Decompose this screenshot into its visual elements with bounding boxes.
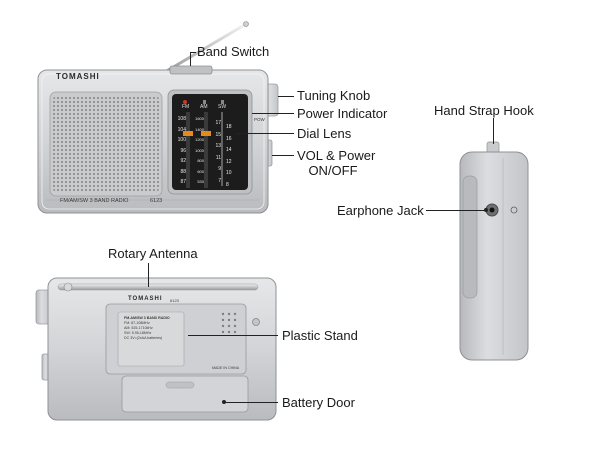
battery-door-label: Battery Door (282, 395, 355, 410)
band-switch-shape (169, 65, 213, 75)
dial-fm-mark: FM (182, 104, 190, 110)
back-panel-line: AM: 525-1710kHz (124, 326, 153, 330)
vol-power-label-line2: ON/OFF (308, 163, 358, 178)
band-switch-leader (190, 52, 191, 66)
fm-tick: 87 (180, 179, 186, 185)
rotary-antenna-leader (148, 263, 149, 287)
fm-tick: 92 (180, 158, 186, 164)
back-view (35, 277, 277, 421)
rotary-antenna-shape (57, 283, 259, 291)
dial-sw-mark: SW (218, 104, 227, 110)
fm-tick: 96 (180, 147, 186, 154)
front-brand: TOMASHI (56, 72, 100, 81)
am-tick: 1400 (195, 126, 204, 132)
sw-tick: 12 (226, 158, 232, 165)
sw-tick: 15 (215, 131, 221, 138)
plastic-stand-leader (188, 335, 278, 336)
sw-tick: 18 (226, 124, 232, 130)
back-panel-title: FM-AM/SW 3 BAND RADIO (124, 316, 170, 320)
sw-tick: 17 (215, 120, 221, 126)
battery-door-leader (224, 402, 278, 403)
earphone-jack-dot (484, 208, 488, 212)
fm-pointer (183, 131, 193, 136)
power-mark: POW (254, 117, 265, 122)
fm-tick: 104 (177, 126, 186, 133)
front-band-label: FM/AM/SW 3 BAND RADIO (60, 198, 129, 204)
hand-strap-leader (493, 118, 494, 144)
side-view (459, 141, 529, 361)
am-tick: 1000 (195, 147, 204, 153)
dial-window (172, 94, 248, 190)
sw-tick: 9 (218, 166, 221, 172)
am-tick: 800 (197, 158, 204, 163)
made-in-label: MADE IN CHINA (212, 366, 240, 370)
dial-lens-leader (236, 133, 294, 134)
fm-scale: 108 104 100 96 92 88 87 (174, 114, 186, 188)
dial-am-mark: AM (200, 104, 208, 110)
back-model: 6123 (170, 298, 179, 303)
plastic-stand-label: Plastic Stand (282, 328, 358, 343)
dial-lens-label: Dial Lens (297, 126, 352, 141)
earphone-jack-leader (426, 210, 486, 211)
fm-tick: 108 (177, 116, 186, 122)
back-panel-line: FM: 87-108MHz (124, 321, 150, 325)
am-tick: 1200 (195, 137, 204, 142)
am-tick: 530 (197, 179, 204, 184)
sw-tick: 7 (218, 177, 221, 184)
back-panel-text: FM-AM/SW 3 BAND RADIO FM: 87-108MHz AM: … (124, 316, 184, 341)
am-tick: 1600 (195, 116, 204, 121)
sw-tick: 8 (226, 181, 229, 188)
band-switch-label: Band Switch (197, 44, 270, 59)
back-panel-line: SW: 5.95-18MHz (124, 331, 152, 335)
vol-power-label: VOL & Power ON/OFF (297, 148, 376, 178)
vol-power-label-line1: VOL & Power (297, 148, 376, 163)
back-panel-line: DC 3V=(2xAA batteries) (124, 336, 163, 340)
telescopic-antenna (163, 22, 248, 74)
screw (252, 318, 260, 326)
front-model: 6123 (150, 198, 163, 204)
fm-tick: 100 (177, 137, 186, 143)
front-view (37, 21, 279, 214)
fm-tick: 88 (180, 168, 186, 175)
earphone-jack-label: Earphone Jack (337, 203, 424, 218)
tuning-knob-label: Tuning Knob (297, 88, 371, 103)
power-indicator-leader (252, 113, 294, 114)
power-indicator-led (183, 100, 187, 104)
hand-strap-hook-label: Hand Strap Hook (434, 103, 534, 118)
speaker-grille (53, 95, 159, 193)
am-pointer (201, 131, 211, 136)
band-switch-leader-h (190, 52, 196, 53)
vol-power-leader (272, 155, 294, 156)
side-stand (462, 175, 478, 299)
sw-tick: 16 (226, 135, 232, 142)
sw-tick: 10 (226, 170, 232, 176)
sw-tick: 14 (226, 147, 232, 153)
battery-door-shape (121, 375, 249, 413)
power-indicator-label: Power Indicator (297, 106, 388, 121)
back-brand: TOMASHI (128, 296, 163, 302)
am-scale: 1600 1400 1200 1000 800 600 530 (188, 114, 204, 188)
am-tick: 600 (197, 168, 204, 174)
tuning-knob-leader (278, 96, 294, 97)
sw-scale: 18 16 14 12 10 8 (226, 122, 238, 191)
sw-left-scale: 17 15 13 11 9 7 (210, 118, 221, 187)
sw-tick: 11 (215, 154, 221, 161)
battery-door-dot (222, 400, 226, 404)
rotary-antenna-label: Rotary Antenna (108, 246, 198, 261)
sw-tick: 13 (215, 143, 221, 149)
